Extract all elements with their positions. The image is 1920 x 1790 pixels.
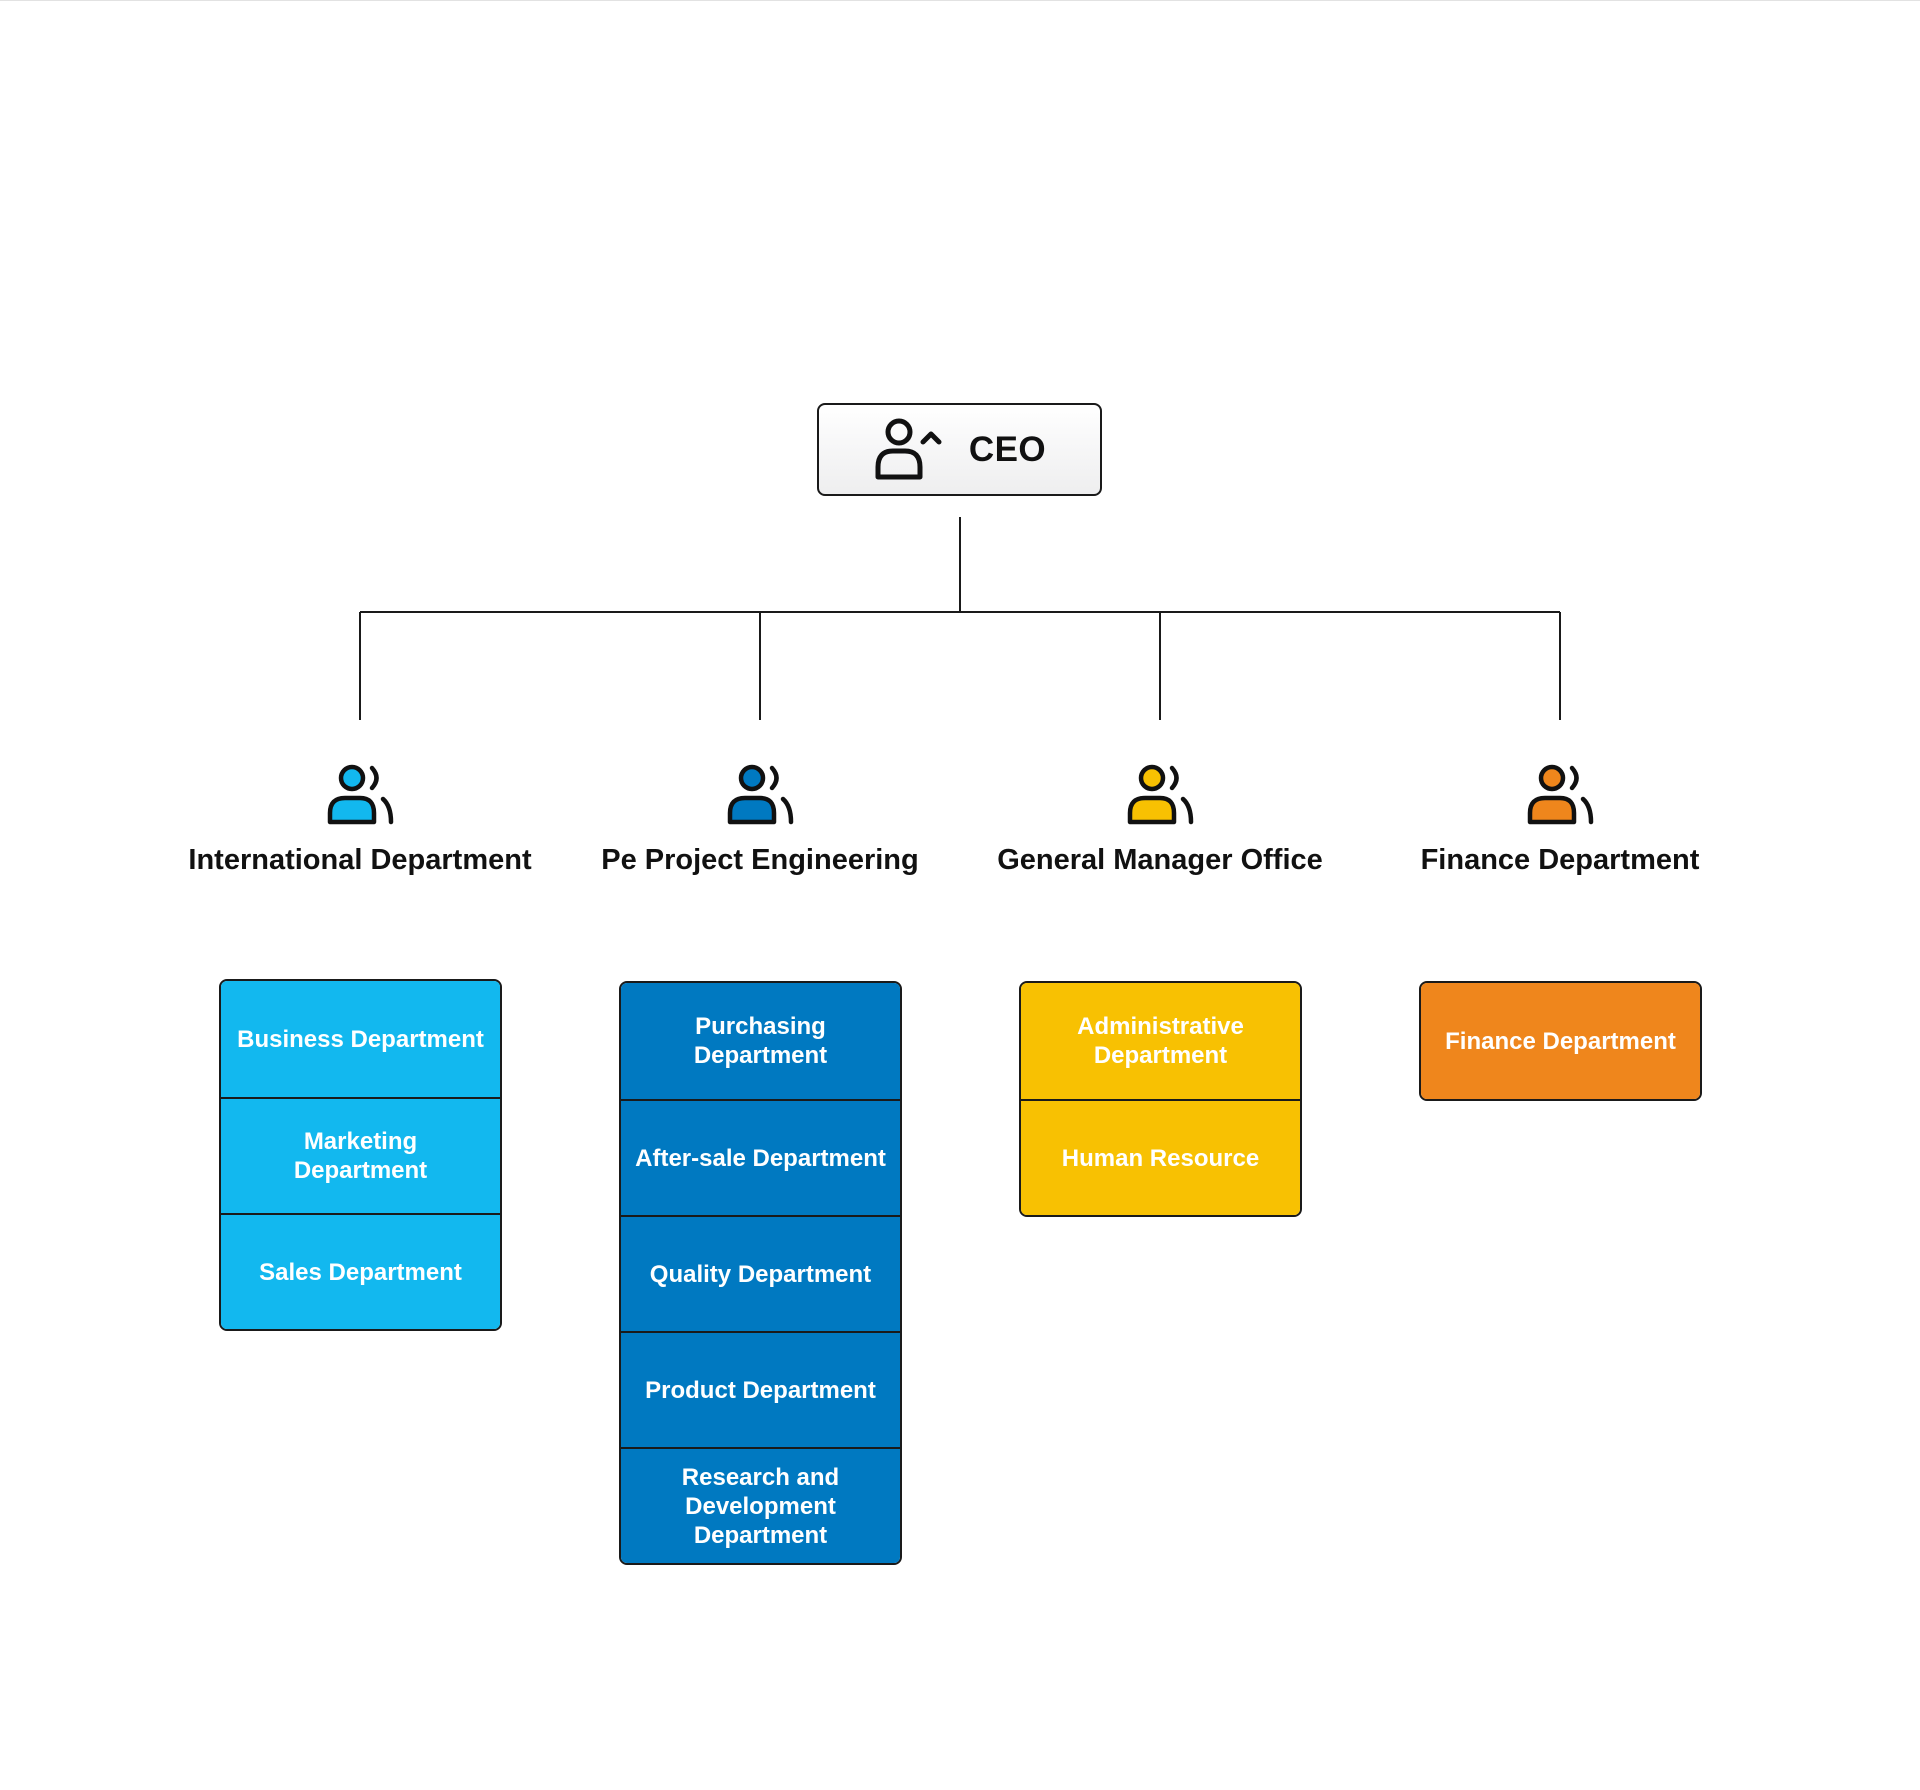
- dept-title: Finance Department: [1420, 844, 1700, 876]
- dept-title: Pe Project Engineering: [601, 844, 919, 876]
- unit-after-sale-department[interactable]: After-sale Department: [621, 1099, 900, 1215]
- user-manager-icon: [875, 418, 942, 479]
- unit-marketing-department[interactable]: Marketing Department: [221, 1097, 500, 1213]
- dept-engineering: Pe Project Engineering: [580, 764, 940, 877]
- unit-research-development-department[interactable]: Research and Development Department: [621, 1447, 900, 1563]
- unit-stack-finance: Finance Department: [1419, 981, 1702, 1101]
- dept-international: International Department: [180, 764, 540, 877]
- top-divider: [0, 0, 1920, 1]
- user-group-icon: [727, 764, 794, 825]
- unit-stack-international: Business Department Marketing Department…: [219, 979, 502, 1331]
- ceo-title: CEO: [968, 429, 1047, 469]
- unit-quality-department[interactable]: Quality Department: [621, 1215, 900, 1331]
- unit-stack-engineering: Purchasing Department After-sale Departm…: [619, 981, 902, 1565]
- unit-administrative-department[interactable]: Administrative Department: [1021, 983, 1300, 1099]
- unit-finance-department[interactable]: Finance Department: [1421, 983, 1700, 1099]
- user-group-icon: [1127, 764, 1194, 825]
- unit-sales-department[interactable]: Sales Department: [221, 1213, 500, 1329]
- unit-stack-general-manager: Administrative Department Human Resource: [1019, 981, 1302, 1217]
- user-group-icon: [1527, 764, 1594, 825]
- unit-human-resource[interactable]: Human Resource: [1021, 1099, 1300, 1215]
- user-group-icon: [327, 764, 394, 825]
- dept-finance: Finance Department: [1380, 764, 1740, 877]
- dept-general-manager: General Manager Office: [980, 764, 1340, 877]
- dept-title: General Manager Office: [997, 844, 1323, 876]
- ceo-node[interactable]: CEO: [817, 403, 1102, 496]
- unit-product-department[interactable]: Product Department: [621, 1331, 900, 1447]
- unit-purchasing-department[interactable]: Purchasing Department: [621, 983, 900, 1099]
- unit-business-department[interactable]: Business Department: [221, 981, 500, 1097]
- dept-title: International Department: [188, 844, 532, 876]
